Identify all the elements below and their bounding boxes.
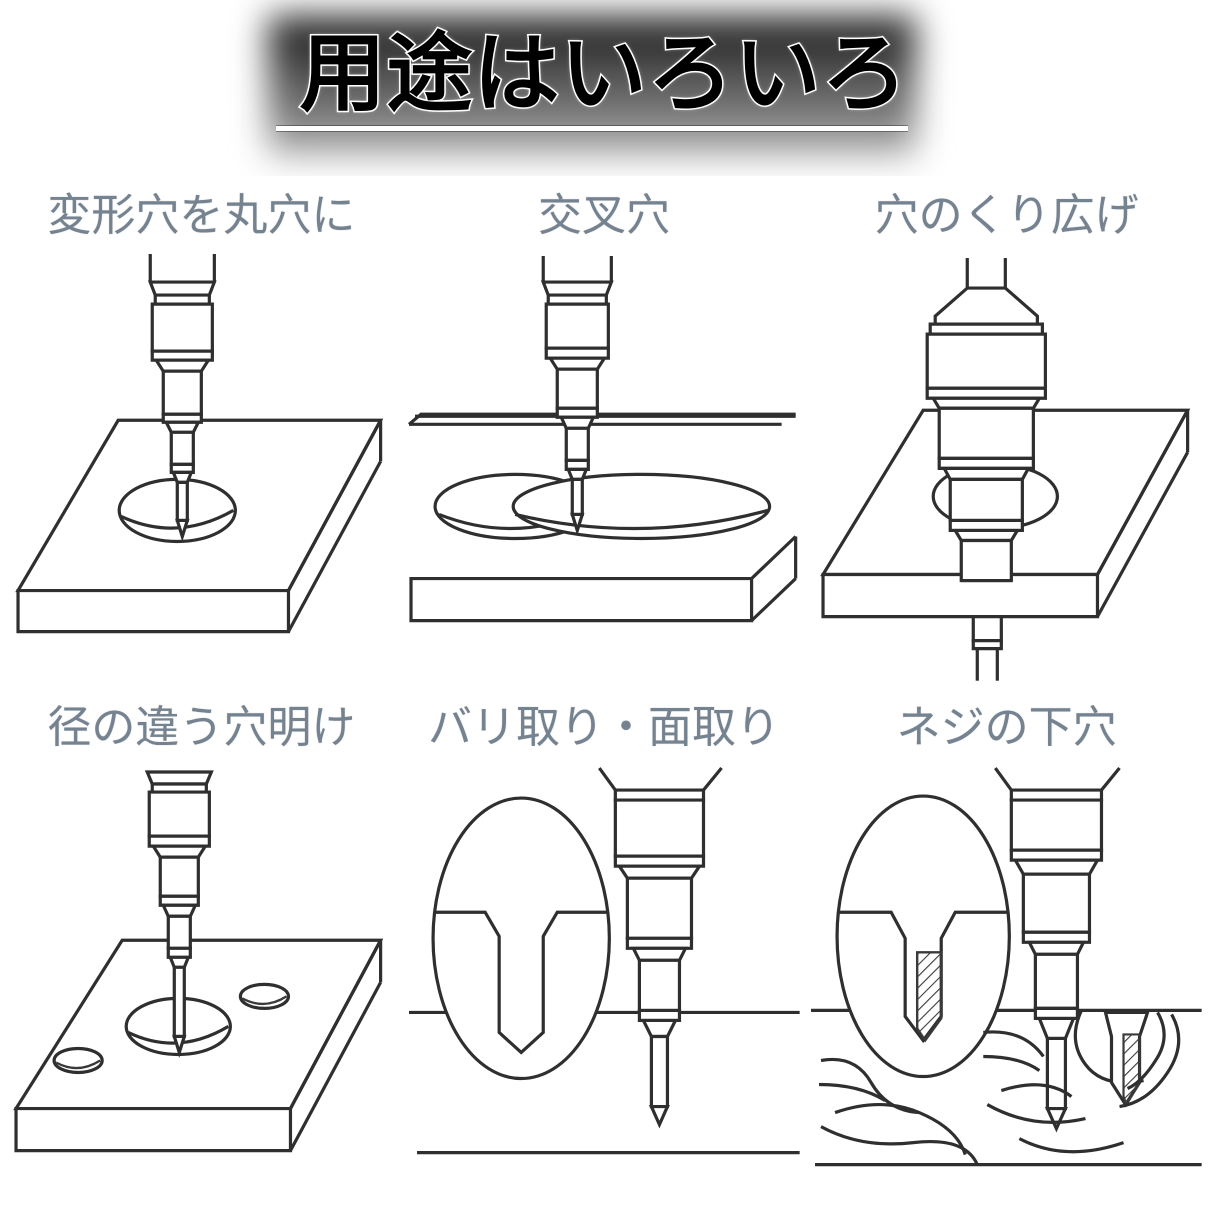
workpiece-plate (407, 412, 797, 623)
title-banner: 用途はいろいろ (0, 0, 1208, 176)
panel-label: 交叉穴 (537, 190, 670, 241)
banner-gradient-backdrop (268, 16, 916, 158)
illustration-screw-pilot-hole (805, 760, 1208, 1211)
use-case-grid: 変形穴を丸穴に (0, 176, 1208, 1200)
illustration-step-drill-on-isometric-plate (0, 248, 403, 689)
panel-screw-pilot-hole: ネジの下穴 (805, 688, 1208, 1200)
illustration-inverted-step-drill (805, 248, 1208, 709)
step-drill-icon (925, 258, 1048, 681)
panel-label: バリ取り・面取り (427, 702, 780, 753)
illustration-crossing-holes (403, 248, 806, 689)
panel-deburring-chamfering: バリ取り・面取り (403, 688, 806, 1200)
wood-grain-left (819, 1057, 980, 1166)
panel-label: 径の違う穴明け (47, 702, 356, 753)
driven-screw (1103, 1010, 1181, 1109)
chamfer-detail (434, 910, 607, 1055)
crossing-holes (433, 472, 771, 541)
step-drill-icon (994, 766, 1122, 1133)
banner-underline (276, 126, 908, 131)
panel-label: 変形穴を丸穴に (47, 190, 356, 241)
step-drill-icon (144, 770, 214, 1058)
illustration-chamfered-hole-section (403, 760, 806, 1211)
step-drill-icon (597, 766, 723, 1129)
panel-crossing-hole: 交叉穴 (403, 176, 806, 688)
magnifier-icon (835, 794, 1012, 1079)
pilot-hole-detail (839, 910, 1008, 1044)
panel-hole-enlarging: 穴のくり広げ (805, 176, 1208, 688)
step-drill-icon (540, 256, 614, 536)
step-drill-icon (147, 254, 217, 542)
panel-deform-hole-to-round: 変形穴を丸穴に (0, 176, 403, 688)
small-hole-left (52, 1046, 104, 1075)
illustration-three-diameter-holes (0, 760, 403, 1201)
magnifier-icon (431, 796, 611, 1081)
small-hole-right (238, 982, 291, 1010)
panel-label: ネジの下穴 (896, 702, 1117, 753)
panel-label: 穴のくり広げ (874, 190, 1139, 241)
wood-grain-right (983, 1009, 1145, 1154)
page-title: 用途はいろいろ (298, 24, 909, 124)
panel-different-diameter-holes: 径の違う穴明け (0, 688, 403, 1200)
